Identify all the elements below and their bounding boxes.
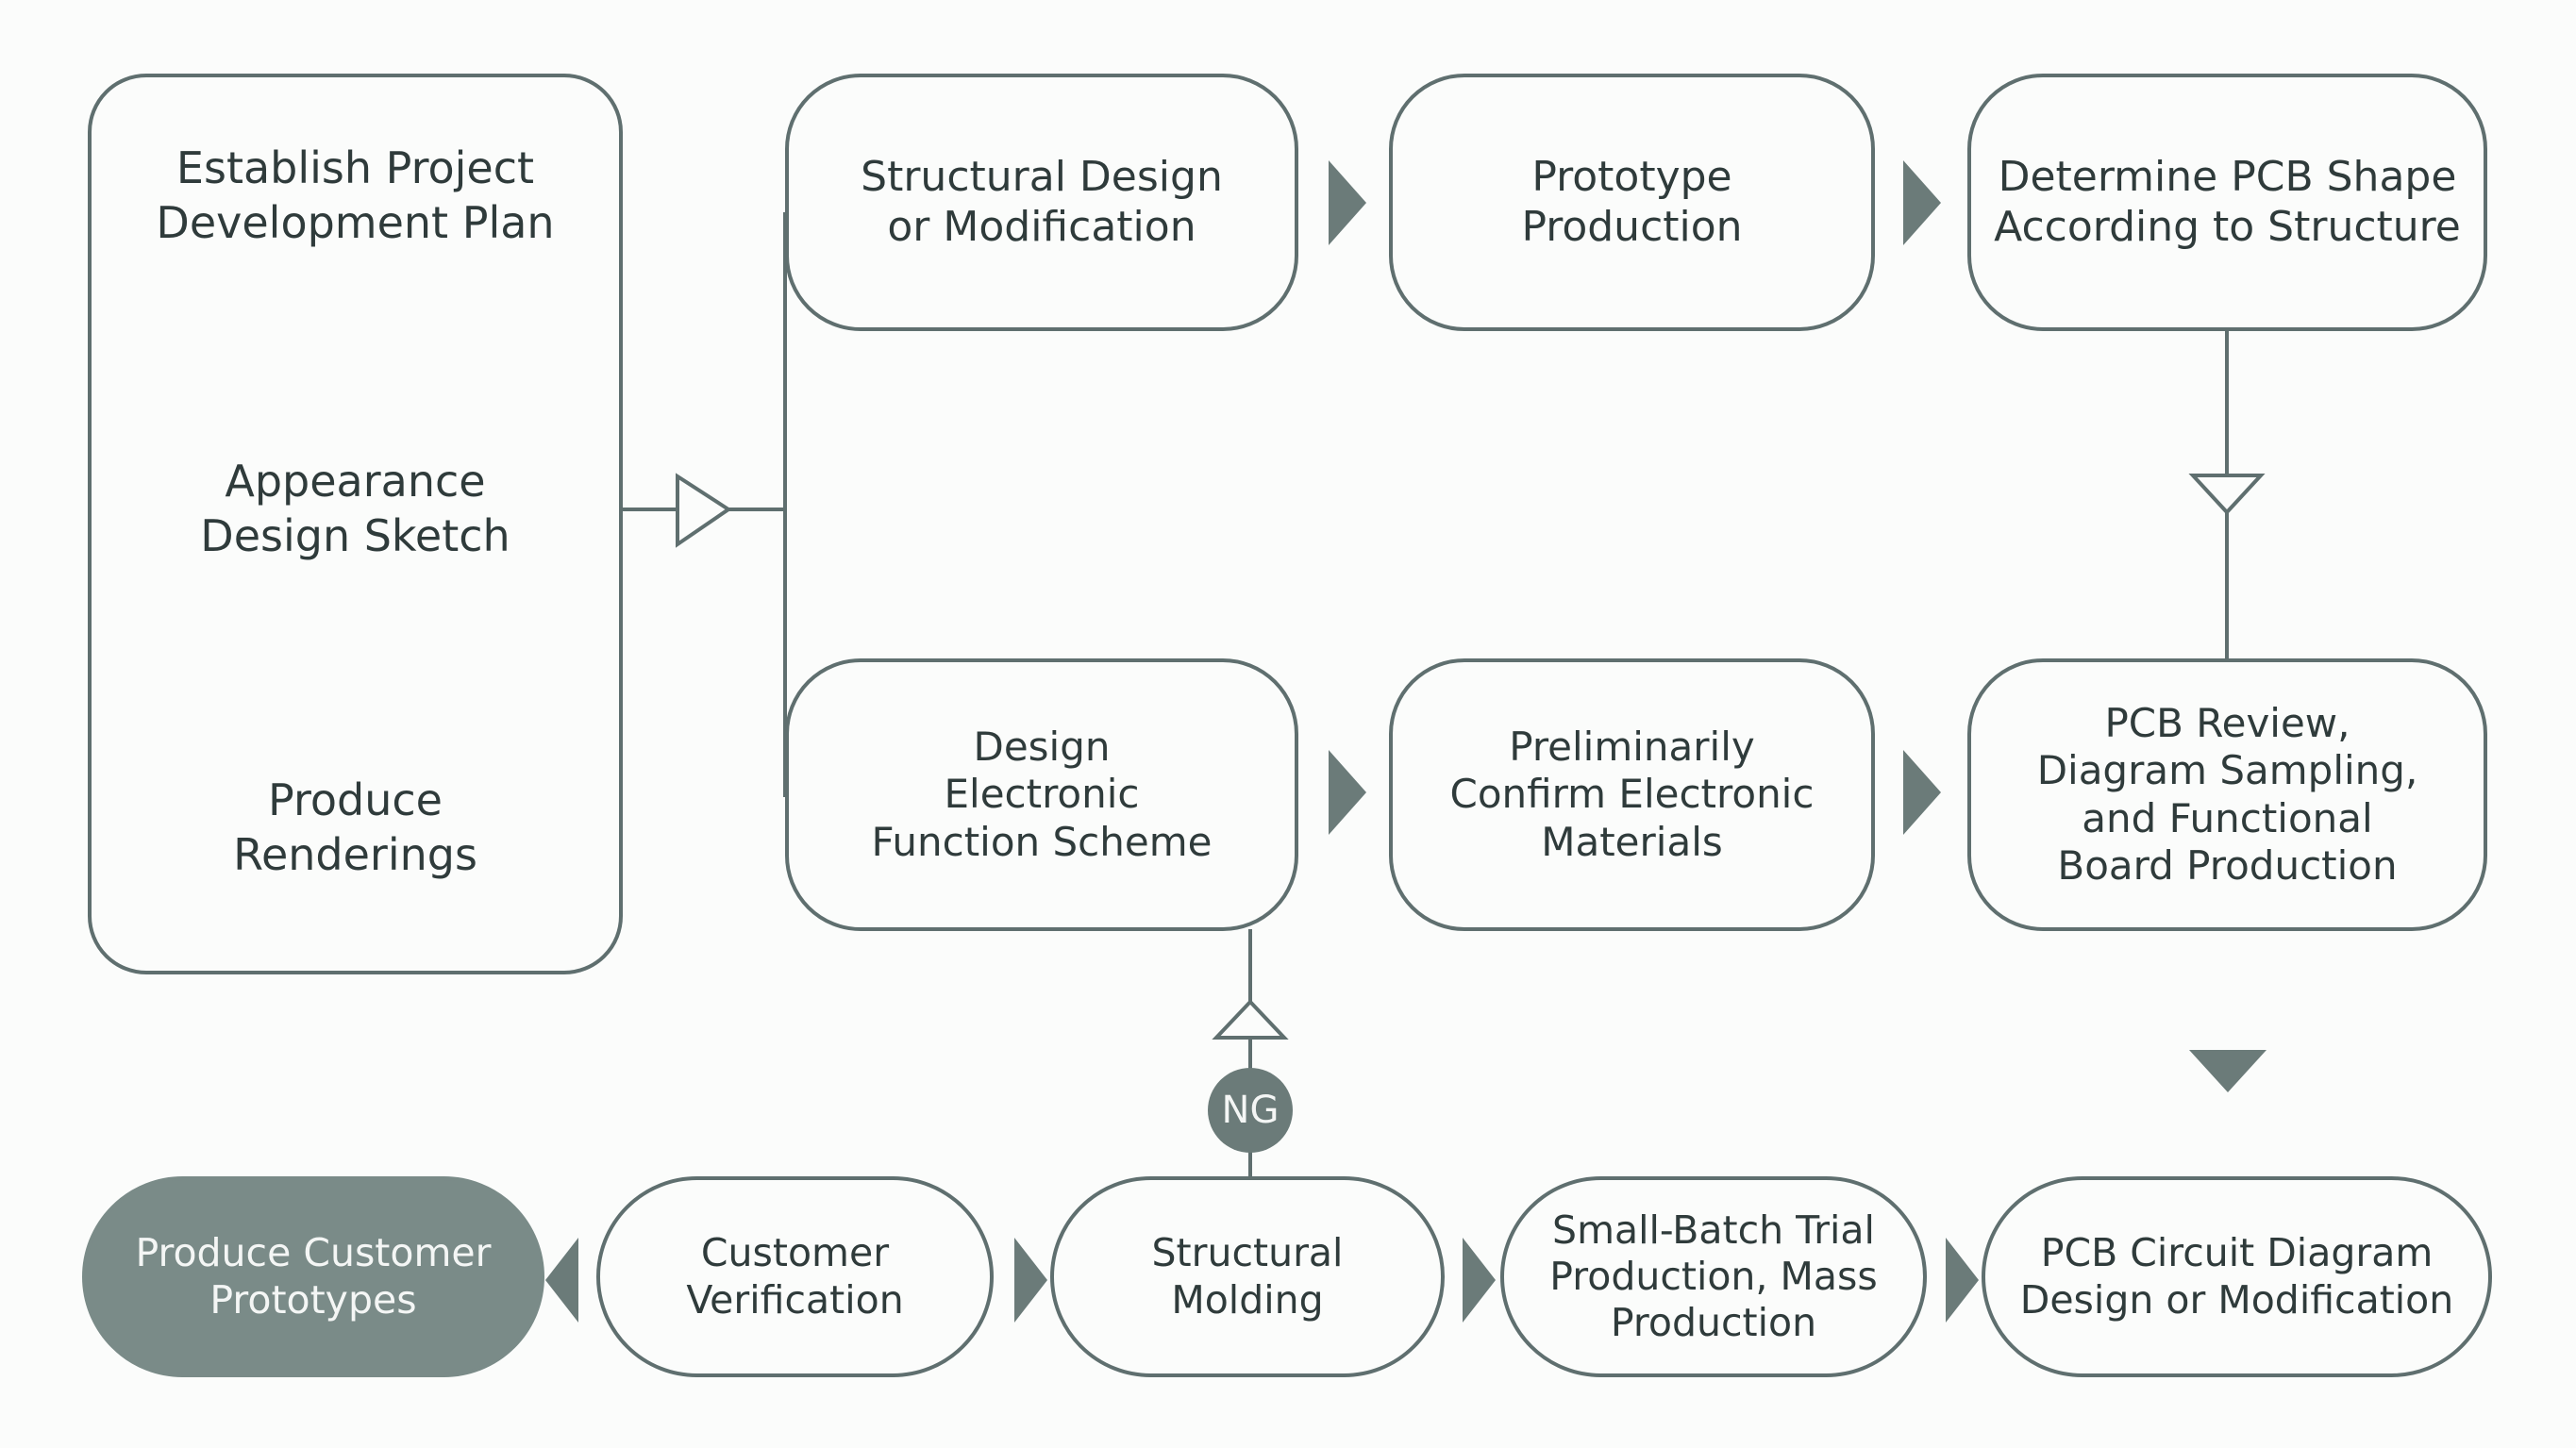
establish-plan-label: Establish Project Development Plan [156,142,555,248]
down-arrow-icon [2189,1050,2267,1092]
trial-production-label: Small-Batch Trial Production, Mass Produ… [1549,1207,1878,1346]
left-arrow-icon [545,1238,578,1323]
right-arrow-icon [1014,1238,1047,1323]
pcb-circuit-design-node: PCB Circuit Diagram Design or Modificati… [1982,1176,2492,1377]
up-arrow-icon [1212,999,1289,1040]
structural-molding-node: Structural Molding [1050,1176,1445,1377]
right-arrow-icon [1903,160,1941,245]
appearance-sketch-label: Appearance Design Sketch [200,456,510,561]
structural-design-node: Structural Design or Modification [785,74,1298,331]
customer-prototypes-label: Produce Customer Prototypes [135,1230,492,1323]
right-arrow-icon [1463,1238,1496,1323]
determine-pcb-shape-node: Determine PCB Shape According to Structu… [1967,74,2487,331]
project-planning-panel [88,74,623,974]
trial-production-node: Small-Batch Trial Production, Mass Produ… [1500,1176,1927,1377]
design-electronic-label: Design Electronic Function Scheme [871,723,1213,865]
customer-verification-label: Customer Verification [686,1230,904,1323]
prototype-production-node: Prototype Production [1389,74,1875,331]
confirm-materials-label: Preliminarily Confirm Electronic Materia… [1449,723,1815,865]
produce-renderings-label: Produce Renderings [233,774,477,880]
ng-badge: NG [1208,1068,1293,1153]
customer-verification-node: Customer Verification [596,1176,994,1377]
confirm-materials-node: Preliminarily Confirm Electronic Materia… [1389,658,1875,931]
customer-prototypes-node: Produce Customer Prototypes [82,1176,544,1377]
pcb-circuit-design-label: PCB Circuit Diagram Design or Modificati… [2019,1230,2454,1323]
pcb-review-label: PCB Review, Diagram Sampling, and Functi… [2036,699,2418,889]
structural-design-label: Structural Design or Modification [861,152,1223,251]
right-arrow-icon [1329,160,1366,245]
pcb-review-node: PCB Review, Diagram Sampling, and Functi… [1967,658,2487,931]
right-arrow-icon [676,473,732,548]
determine-pcb-shape-label: Determine PCB Shape According to Structu… [1994,152,2461,251]
right-arrow-icon [1946,1238,1979,1323]
design-electronic-node: Design Electronic Function Scheme [785,658,1298,931]
prototype-production-label: Prototype Production [1521,152,1743,251]
right-arrow-icon [1903,750,1941,835]
right-arrow-icon [1329,750,1366,835]
down-arrow-icon [2188,474,2266,515]
structural-molding-label: Structural Molding [1151,1230,1344,1323]
